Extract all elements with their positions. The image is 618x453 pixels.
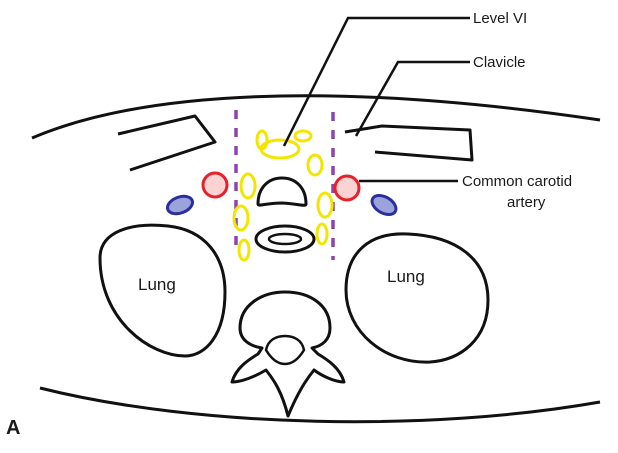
lymph-node <box>239 240 249 260</box>
right-common-carotid-artery <box>335 176 359 200</box>
lymph-node <box>317 224 327 244</box>
spinal-canal <box>266 336 304 364</box>
right-clavicle <box>345 126 472 160</box>
left-common-carotid-artery <box>203 173 227 197</box>
panel-label: A <box>6 417 20 439</box>
lymph-node <box>241 174 255 198</box>
right-lung <box>346 234 488 362</box>
right-jugular-vein <box>369 192 400 219</box>
level-vi-label: Level VI <box>473 10 527 27</box>
clavicle-label: Clavicle <box>473 54 526 71</box>
level-vi-lymph-nodes <box>234 131 332 260</box>
esophagus-lumen <box>269 234 301 244</box>
left-jugular-vein <box>165 193 195 217</box>
lymph-node <box>318 193 332 217</box>
common-carotid-label-line2: artery <box>507 194 546 211</box>
common-carotid-label-line1: Common carotid <box>462 173 572 190</box>
body-outline-top <box>32 96 600 138</box>
left-lung-label: Lung <box>138 275 176 294</box>
trachea <box>258 178 306 205</box>
right-lung-label: Lung <box>387 267 425 286</box>
lymph-node <box>295 131 311 141</box>
vertebra <box>232 292 344 416</box>
left-clavicle <box>118 116 215 170</box>
body-outline-bottom <box>40 388 600 422</box>
esophagus <box>256 226 314 252</box>
lymph-node <box>308 155 322 175</box>
